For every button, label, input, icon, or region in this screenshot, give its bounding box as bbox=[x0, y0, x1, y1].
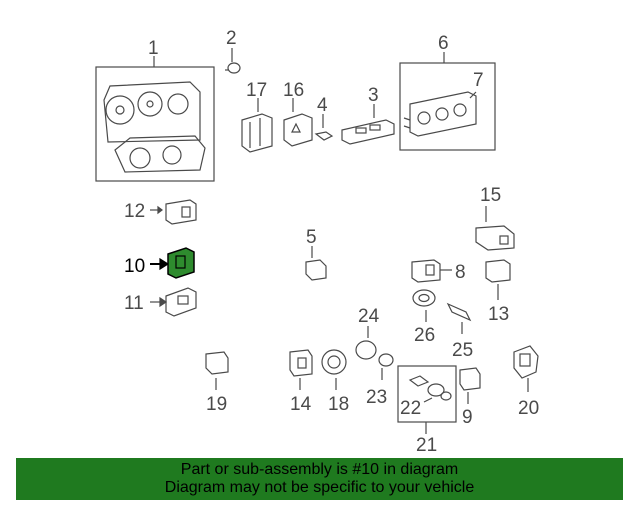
callout-22: 22 bbox=[400, 398, 421, 419]
parts-diagram: 1 2 3 4 5 6 7 8 9 10 11 12 13 14 15 16 1… bbox=[95, 28, 539, 456]
part-8-switch bbox=[411, 259, 452, 283]
callout-7: 7 bbox=[473, 70, 484, 91]
callout-25: 25 bbox=[452, 340, 473, 361]
callout-6: 6 bbox=[438, 33, 449, 54]
callout-11: 11 bbox=[124, 293, 144, 314]
banner-line-2: Diagram may not be specific to your vehi… bbox=[164, 479, 475, 496]
part-24-socket bbox=[355, 326, 377, 360]
part-20-connector bbox=[513, 345, 539, 392]
part-13-switch bbox=[485, 259, 511, 300]
part-25-bracket bbox=[446, 302, 472, 334]
part-16-switch bbox=[283, 98, 313, 147]
callout-24: 24 bbox=[358, 306, 380, 327]
banner-line-1: Part or sub-assembly is #10 in diagram bbox=[180, 461, 459, 478]
callout-5: 5 bbox=[306, 227, 317, 248]
part-9-switch bbox=[459, 367, 481, 404]
part-14-switch bbox=[289, 349, 313, 390]
callout-18: 18 bbox=[328, 394, 349, 415]
part-6-climate-control bbox=[399, 52, 496, 151]
callout-13: 13 bbox=[488, 304, 509, 325]
callout-14: 14 bbox=[290, 394, 312, 415]
callout-2: 2 bbox=[226, 28, 237, 49]
part-11-switch bbox=[150, 287, 197, 317]
callout-4: 4 bbox=[317, 95, 328, 116]
callout-10: 10 bbox=[124, 256, 145, 277]
part-5-bracket bbox=[305, 246, 327, 281]
part-17-switch bbox=[241, 98, 273, 153]
callout-9: 9 bbox=[462, 407, 473, 428]
part-26-ring bbox=[412, 289, 436, 322]
callout-23: 23 bbox=[366, 387, 387, 408]
callout-15: 15 bbox=[480, 185, 501, 206]
part-23-bulb bbox=[378, 353, 394, 380]
callout-8: 8 bbox=[455, 262, 466, 283]
callout-17: 17 bbox=[246, 80, 267, 101]
callout-19: 19 bbox=[206, 394, 227, 415]
part-19-connector bbox=[205, 351, 229, 390]
callout-20: 20 bbox=[518, 398, 539, 419]
callout-3: 3 bbox=[368, 85, 379, 106]
part-12-switch bbox=[150, 199, 197, 225]
part-3-switch-panel bbox=[341, 104, 395, 145]
part-2-bulb bbox=[225, 48, 241, 74]
callout-21: 21 bbox=[416, 435, 437, 456]
callout-16: 16 bbox=[283, 80, 304, 101]
callout-12: 12 bbox=[124, 201, 145, 222]
callout-1: 1 bbox=[148, 38, 159, 59]
part-18-knob bbox=[321, 349, 347, 390]
part-10-highlighted bbox=[150, 247, 195, 279]
part-15-switch bbox=[475, 206, 515, 251]
info-banner: Part or sub-assembly is #10 in diagram D… bbox=[16, 458, 623, 500]
part-21-assembly bbox=[397, 365, 457, 434]
part-1-instrument-cluster bbox=[95, 56, 215, 182]
callout-26: 26 bbox=[414, 325, 435, 346]
part-4-clip bbox=[314, 114, 334, 141]
callout-labels: 1 2 3 4 5 6 7 8 9 10 11 12 13 14 15 16 1… bbox=[124, 28, 539, 456]
